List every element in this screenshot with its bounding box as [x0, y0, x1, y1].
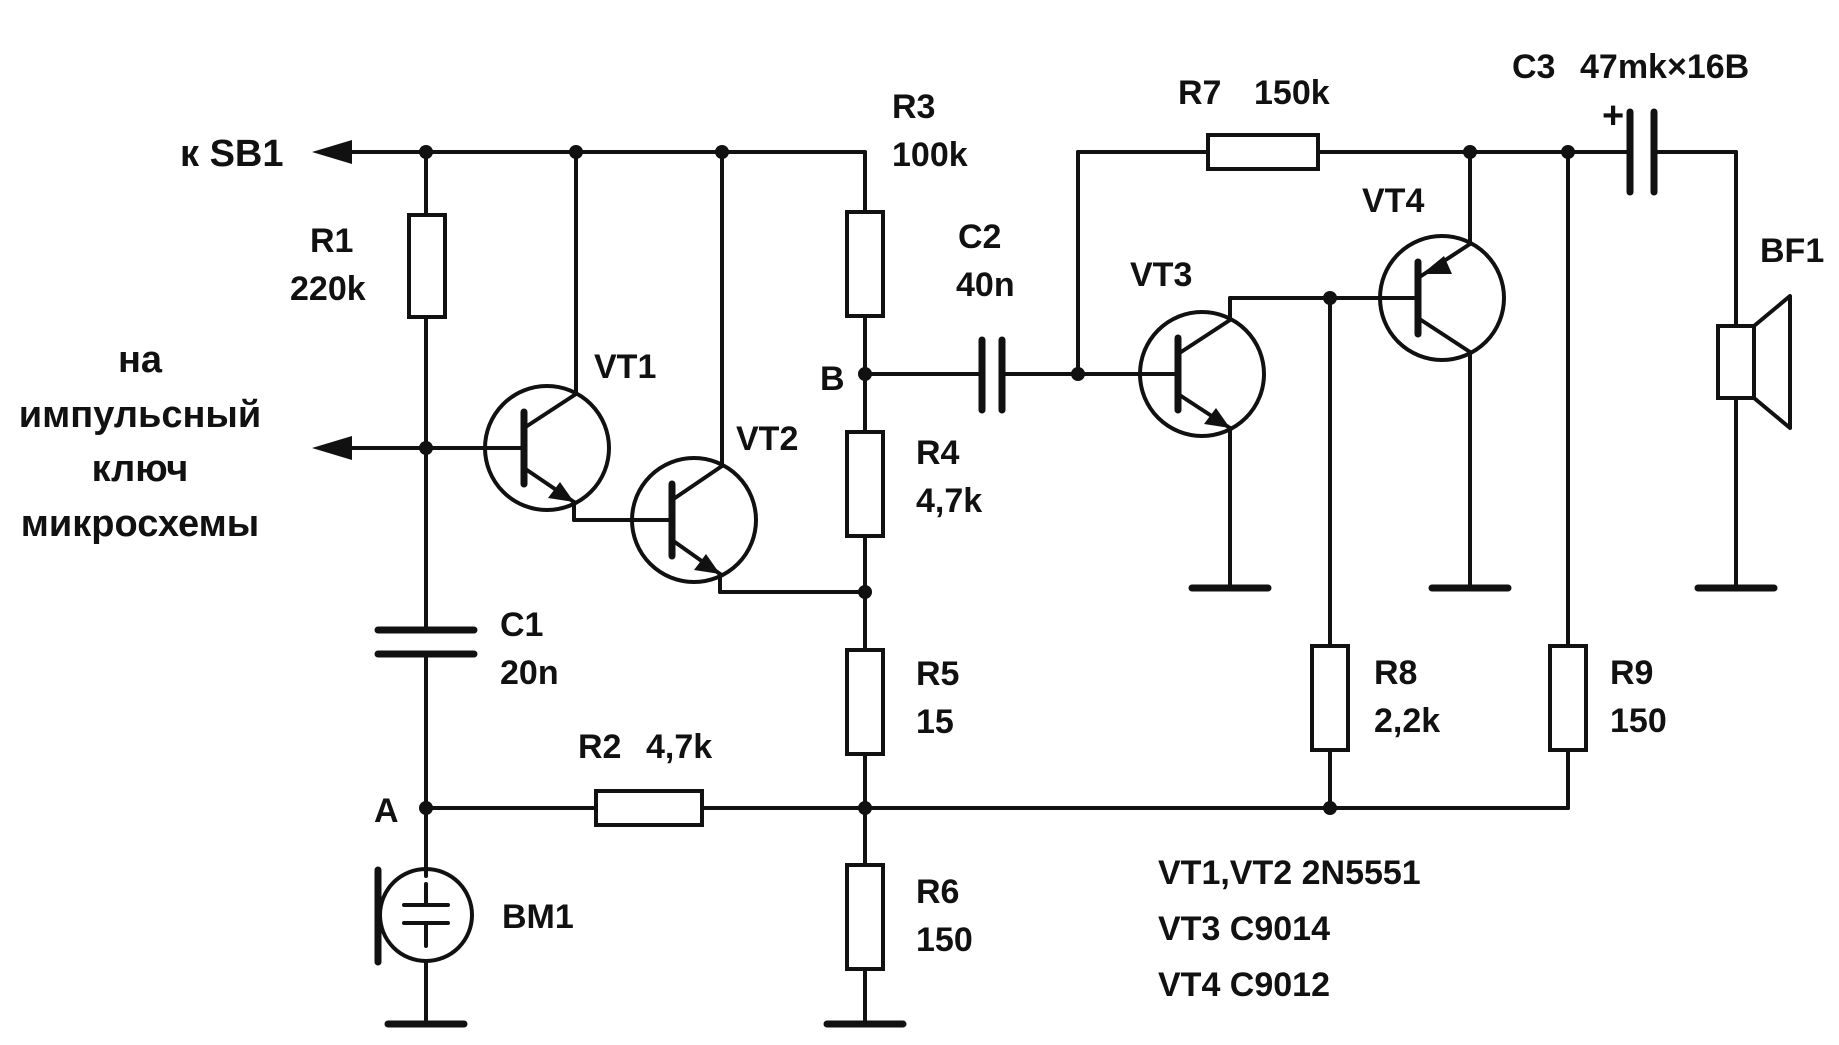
note-vt4: VT4 C9012 — [1158, 966, 1330, 1004]
capacitor-c2 — [863, 336, 1080, 414]
resistor-r9 — [1548, 150, 1588, 810]
transistor-vt4 — [1328, 150, 1512, 592]
resistor-r2 — [424, 789, 1570, 827]
r9-value: 150 — [1610, 702, 1667, 740]
c3-polarity: + — [1602, 95, 1624, 137]
r7-ref: R7 — [1178, 74, 1221, 112]
c2-value: 40n — [956, 266, 1015, 304]
output-line-3: ключ — [92, 448, 189, 490]
r1-value: 220k — [290, 270, 366, 308]
r1-ref: R1 — [310, 222, 353, 260]
c2-ref: C2 — [958, 218, 1001, 256]
r3-value: 100k — [892, 136, 968, 174]
speaker-bf1 — [1694, 294, 1792, 592]
resistor-r8 — [1310, 296, 1350, 810]
r4-ref: R4 — [916, 434, 960, 472]
node-a-label: A — [374, 792, 399, 830]
vt1-ref: VT1 — [594, 348, 656, 386]
capacitor-c3 — [1626, 108, 1738, 328]
resistor-r3 — [845, 150, 885, 434]
r8-ref: R8 — [1374, 654, 1417, 692]
transistor-vt2 — [630, 150, 872, 594]
note-vt3: VT3 C9014 — [1158, 910, 1330, 948]
supply-rail — [312, 140, 867, 164]
transistor-vt1 — [483, 150, 638, 522]
transistor-vt3 — [1076, 150, 1332, 592]
note-vt1-vt2: VT1,VT2 2N5551 — [1158, 854, 1421, 892]
r5-value: 15 — [916, 703, 954, 741]
microphone-bm1 — [374, 806, 474, 1028]
r4-value: 4,7k — [916, 482, 982, 520]
r5-ref: R5 — [916, 655, 959, 693]
resistor-r1 — [407, 150, 447, 632]
output-line-1: на — [118, 339, 163, 381]
c1-value: 20n — [500, 654, 559, 692]
r9-ref: R9 — [1610, 654, 1653, 692]
output-arrow — [312, 436, 494, 460]
output-line-4: микросхемы — [21, 503, 259, 545]
junction-dots — [419, 145, 1575, 815]
r2-ref: R2 — [578, 728, 621, 766]
r3-ref: R3 — [892, 88, 935, 126]
c3-ref: C3 — [1512, 48, 1555, 86]
r8-value: 2,2k — [1374, 702, 1440, 740]
output-line-2: импульсный — [19, 394, 261, 436]
bf1-ref: BF1 — [1760, 232, 1824, 270]
r2-value: 4,7k — [646, 728, 712, 766]
resistor-r6 — [823, 808, 907, 1028]
vt4-ref: VT4 — [1362, 182, 1424, 220]
vt3-ref: VT3 — [1130, 256, 1192, 294]
r7-value: 150k — [1254, 74, 1330, 112]
resistor-r7 — [1076, 133, 1632, 171]
sb1-label: к SB1 — [180, 133, 284, 175]
c1-ref: C1 — [500, 606, 543, 644]
capacitor-c1 — [374, 626, 478, 810]
r6-ref: R6 — [916, 873, 959, 911]
vt2-ref: VT2 — [736, 420, 798, 458]
r6-value: 150 — [916, 921, 973, 959]
bm1-ref: BM1 — [502, 898, 574, 936]
c3-value: 47mk×16B — [1580, 48, 1749, 86]
resistor-r4 — [845, 430, 885, 652]
node-b-label: B — [820, 360, 845, 398]
